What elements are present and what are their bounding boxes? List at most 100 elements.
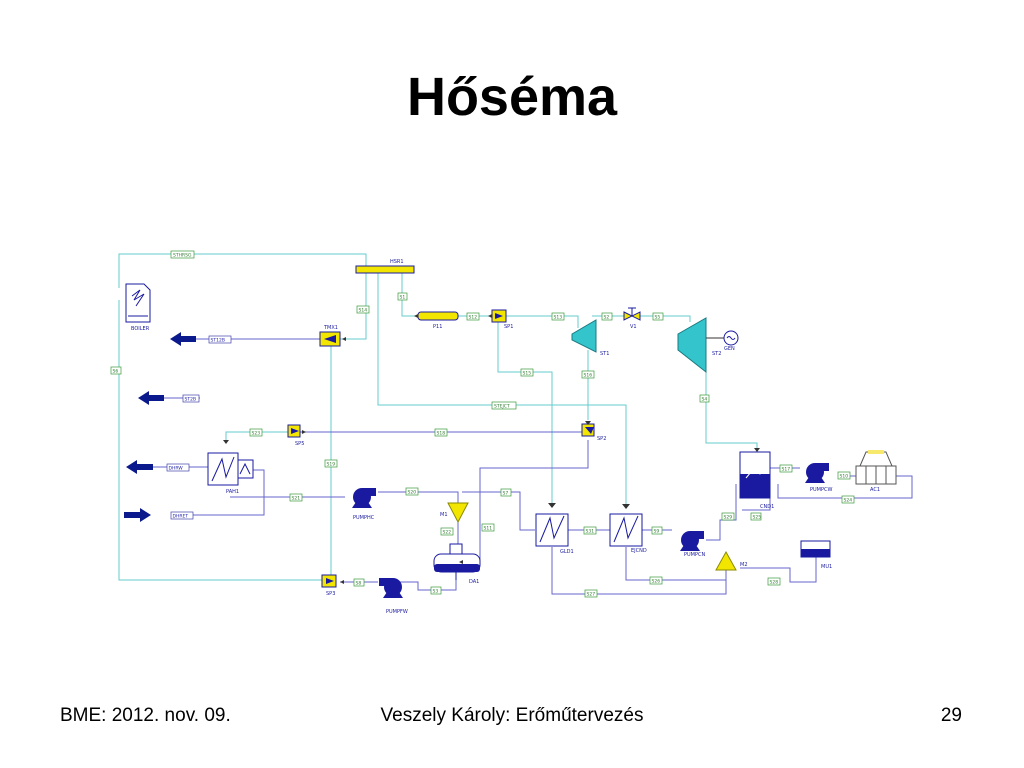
dhrw-arrow-icon [126,460,153,474]
stream-tag: S7 [503,491,509,497]
v1-valve-icon [623,307,641,321]
gen-icon [723,330,739,346]
stream-tag: S9 [654,529,660,535]
st2b-arrow-icon [138,391,164,405]
equipment-label: PUMPCW [810,487,832,493]
equipment-label: ST1 [600,351,609,357]
stream-tag: S5 [655,315,661,321]
equipment-label: HSR1 [390,259,404,265]
stream-tag: S8 [356,581,362,587]
sp5-splitter-icon [287,424,301,438]
export-tag: DHRW [169,466,184,472]
equipment-label: P11 [433,324,442,330]
equipment-label: EJCND [631,548,647,554]
m2-mixer-icon [715,550,737,571]
stream-tag: S11 [484,526,493,532]
equipment-label: GLD1 [560,549,574,555]
equipment-label: ST2 [712,351,721,357]
stream-tag: S26 [652,579,661,585]
stream-tag: S23 [252,431,261,437]
export-tag: ST12B [211,338,225,344]
equipment-label: PUMPFW [386,609,408,615]
export-arrows [124,332,196,522]
page-number: 29 [940,705,962,726]
st1-turbine-icon [571,319,597,353]
equipment-label: AC1 [870,487,880,493]
footer-date: BME: 2012. nov. 09. [60,705,231,726]
stream-tag: S6 [113,369,119,375]
gld1-heat-exchanger-icon [535,513,569,547]
stream-tag: S10 [840,474,849,480]
equipment-label: DA1 [469,579,479,585]
stream-tag: S25 [753,515,762,521]
st2-turbine-icon [677,317,707,374]
ac1-air-cooler-icon [855,450,897,485]
equipment-label: V1 [630,324,637,330]
stream-tag: S29 [724,515,733,521]
m1-mixer-icon [447,502,469,524]
slide-title: Hőséma [406,67,618,127]
da1-deaerator-icon [433,543,481,580]
export-tag: ST2B [185,397,197,403]
stream-tag: S17 [782,467,791,473]
sp3-splitter-icon [321,574,337,588]
pumpcw-pump-icon [805,463,829,483]
stream-tag: S24 [844,498,853,504]
equipment-label: PAH1 [226,489,239,495]
equipment-label: PUMPHC [353,515,375,521]
stream-tag: S21 [292,496,301,502]
pah1-heat-exchanger-icon [207,452,254,486]
equipment-label: SP1 [504,324,513,330]
stream-tag: S19 [327,462,336,468]
stream-tag: S13 [554,315,563,321]
stream-tag: S28 [770,580,779,586]
pumpfw-pump-icon [379,578,403,598]
st12b-arrow-icon [170,332,196,346]
equipment-label: PUMPCN [684,552,705,558]
water-lines [178,431,913,595]
equipment-label: TMX1 [323,325,338,331]
export-tag: DHRET [173,514,189,520]
equipment-label: SP5 [295,441,304,447]
export-tag-boxes [166,335,232,520]
stream-tag: S22 [443,530,452,536]
ejcnd-heat-exchanger-icon [609,513,643,547]
dhret-arrow-icon [124,508,151,522]
footer-author: Veszely Károly: Erőműtervezés [380,705,644,726]
stream-tag: S15 [523,371,532,377]
stream-tag: S31 [586,529,595,535]
stream-tag: STHRSG [173,253,192,259]
equipment-label: CND1 [760,504,774,510]
equipment-label: GEN [724,346,735,352]
stream-tag: S27 [587,592,596,598]
hsr1-header-icon [355,265,415,274]
equipment-label: SP2 [597,436,606,442]
stream-tag: S12 [469,315,478,321]
stream-tag: STEJCT [494,404,510,410]
boiler-icon [125,283,151,323]
stream-tag: S20 [408,490,417,496]
cnd1-condenser-icon [739,451,771,499]
stream-tag: S16 [584,373,593,379]
equipment-label: MU1 [821,564,832,570]
stream-tag: S18 [437,431,446,437]
stream-tag: S4 [702,397,708,403]
equipment-label: SP3 [326,591,335,597]
stream-tag: S14 [359,308,368,314]
stream-tag: S3 [433,589,439,595]
equipment-label: M1 [440,512,448,518]
pumphc-pump-icon [352,488,376,508]
mu1-tank-icon [800,540,831,558]
sp2-splitter-icon [581,423,595,437]
stream-tag-boxes [110,250,855,598]
tmx1-icon [319,331,341,347]
stream-tag: S2 [604,315,610,321]
pumpcn-pump-icon [680,531,704,551]
flow-arrows [223,314,760,584]
p11-pipe-icon [417,311,459,321]
sp1-splitter-icon [491,309,507,323]
equipment-label: M2 [740,562,748,568]
stream-tag: S1 [400,295,406,301]
equipment-label: BOILER [131,326,150,332]
